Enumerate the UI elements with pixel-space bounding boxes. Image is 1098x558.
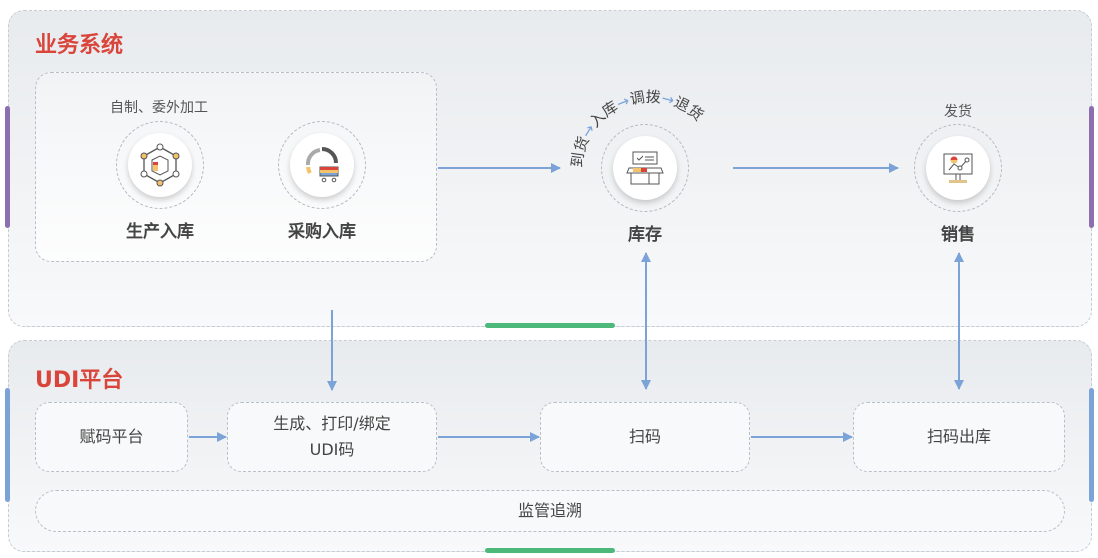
inventory-flow-arc: 到货→入库→调拨→退货 xyxy=(568,88,707,169)
purchase-label: 采购入库 xyxy=(288,222,356,242)
generate-udi-box[interactable]: 生成、打印/绑定 UDI码 xyxy=(227,402,437,472)
sales-label: 销售 xyxy=(941,225,975,245)
scan-out-label: 扫码出库 xyxy=(926,427,991,446)
inventory-label: 库存 xyxy=(628,225,662,245)
generate-label-line1: 生成、打印/绑定 xyxy=(273,414,391,433)
sales-node[interactable] xyxy=(914,124,1002,212)
traceability-label: 监管追溯 xyxy=(517,501,582,520)
right-accent-bar-udi xyxy=(1089,388,1094,502)
udi-platform-title: UDI平台 xyxy=(35,368,124,393)
business-system-title: 业务系统 xyxy=(35,33,124,58)
traceability-bar[interactable]: 监管追溯 xyxy=(35,490,1065,532)
production-label: 生产入库 xyxy=(126,222,194,242)
inbound-group xyxy=(35,72,437,262)
generate-label-line2: UDI码 xyxy=(309,440,355,459)
left-accent-bar xyxy=(5,106,10,228)
right-accent-bar xyxy=(1089,106,1094,228)
shopping-cart-icon xyxy=(305,147,339,183)
inventory-node[interactable] xyxy=(601,124,689,212)
production-node[interactable] xyxy=(116,121,204,209)
production-note: 自制、委外加工 xyxy=(110,100,208,116)
left-accent-bar-udi xyxy=(5,388,10,502)
section-divider-bottom xyxy=(485,548,615,553)
purchase-node[interactable] xyxy=(278,121,366,209)
flow-step: 调拨 xyxy=(628,88,661,109)
sales-note: 发货 xyxy=(944,104,972,120)
scan-label: 扫码 xyxy=(628,427,661,446)
inventory-box-icon xyxy=(626,151,664,185)
production-box-icon xyxy=(140,143,180,187)
coding-platform-box[interactable]: 赋码平台 xyxy=(35,402,188,472)
monitor-chart-icon xyxy=(943,153,973,183)
section-divider-top xyxy=(485,323,615,328)
coding-platform-label: 赋码平台 xyxy=(79,427,144,446)
scan-out-box[interactable]: 扫码出库 xyxy=(853,402,1065,472)
scan-box[interactable]: 扫码 xyxy=(540,402,750,472)
